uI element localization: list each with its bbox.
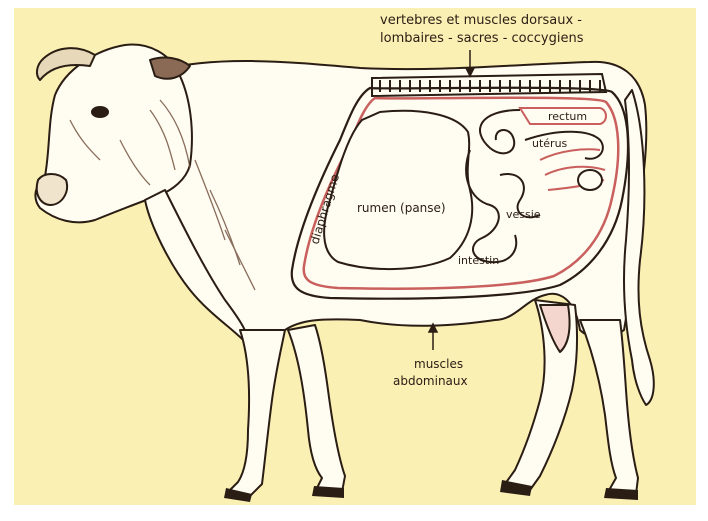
rumen-label: rumen (panse) (357, 201, 446, 215)
vertebrae-spine (372, 74, 606, 96)
hoof-4 (604, 488, 638, 500)
vertebrae-label-line1: vertebres et muscles dorsaux - (380, 13, 582, 28)
cow-muzzle (37, 174, 67, 205)
uterus-label: utérus (532, 137, 568, 150)
abdominal-label-line2: abdominaux (393, 374, 468, 388)
cow-eye (92, 107, 108, 117)
intestine-label: intestin (458, 254, 499, 267)
abdominal-label-line1: muscles (414, 357, 463, 371)
bladder-organ (578, 170, 602, 190)
rectum-label: rectum (548, 110, 587, 123)
hoof-2 (312, 486, 344, 498)
bladder-label: vessie (506, 208, 541, 221)
vertebrae-label-line2: lombaires - sacres - coccygiens (380, 31, 584, 46)
